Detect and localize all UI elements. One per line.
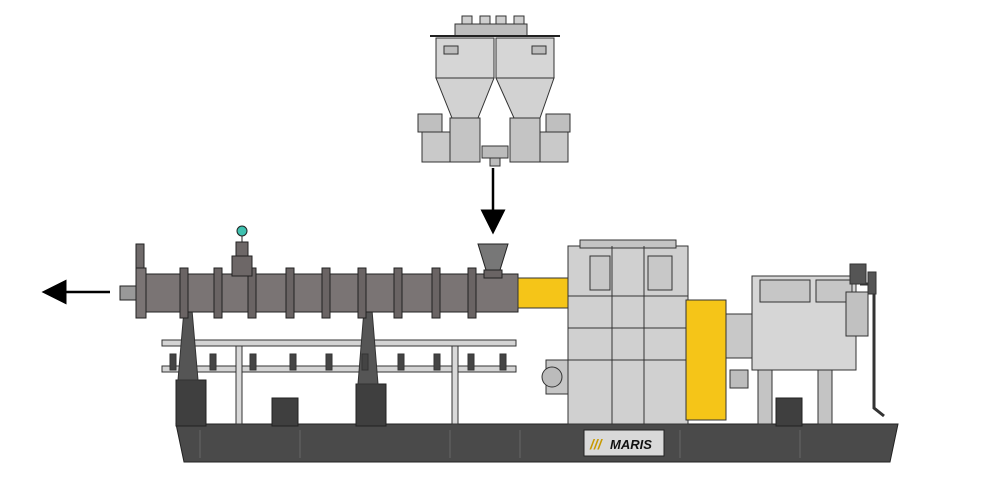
gearbox — [541, 239, 689, 425]
base-frame — [175, 379, 899, 463]
svg-text:MARIS: MARIS — [610, 437, 652, 452]
gravimetric-feeders — [417, 15, 571, 167]
maris-logo: /// MARIS — [583, 429, 665, 457]
coupling-guard — [517, 277, 571, 309]
extruder-barrel — [119, 225, 519, 319]
barrel-supports — [161, 309, 517, 425]
svg-text:///: /// — [589, 436, 604, 452]
drive-guard — [685, 299, 727, 421]
drive-motor — [725, 263, 885, 425]
feed-hopper — [477, 243, 509, 271]
gauge-icon — [236, 225, 248, 237]
